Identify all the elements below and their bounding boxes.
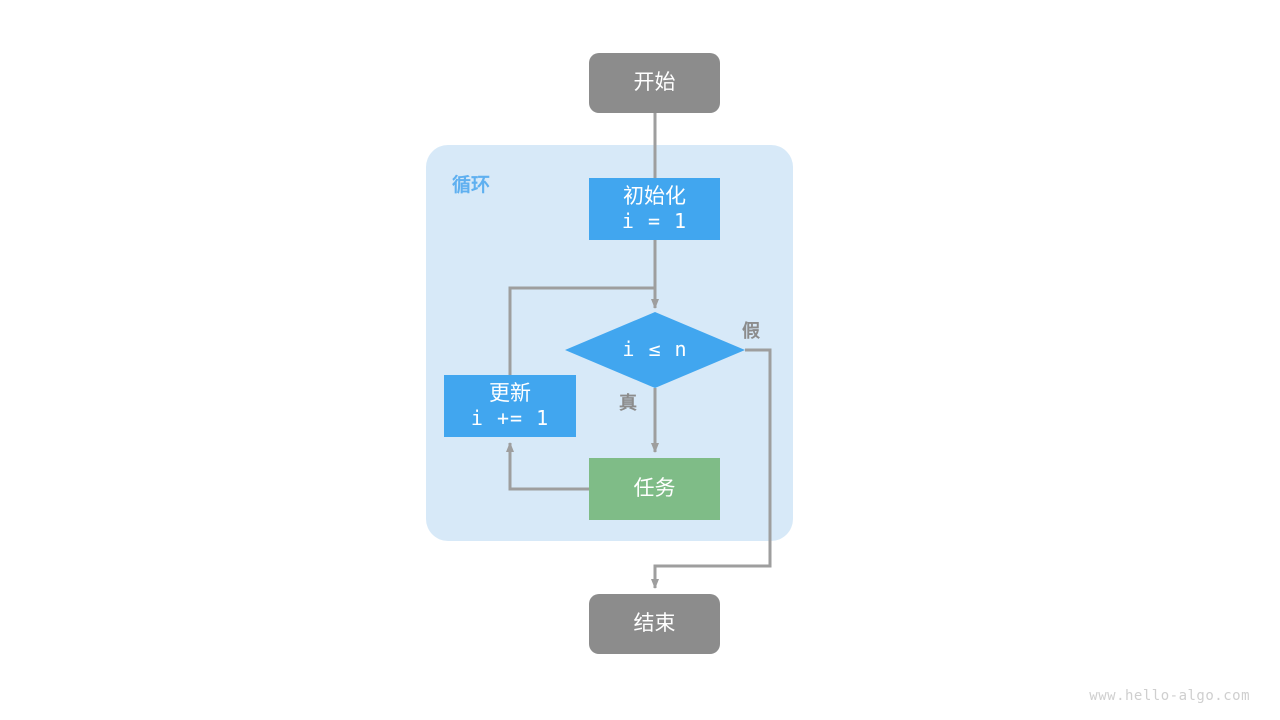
node-end[interactable] xyxy=(589,594,720,654)
node-update[interactable] xyxy=(444,375,576,437)
node-start[interactable] xyxy=(589,53,720,113)
edge-task-to-update xyxy=(506,442,589,491)
edge-label-true: 真 xyxy=(619,393,637,413)
loop-group-title: 循环 xyxy=(452,175,491,196)
edge-update-to-cond xyxy=(508,286,655,375)
edge-cond-false-to-end xyxy=(651,348,772,589)
node-condition[interactable] xyxy=(565,312,745,388)
edge-label-false: 假 xyxy=(742,321,760,341)
node-init[interactable] xyxy=(589,178,720,240)
watermark: www.hello-algo.com xyxy=(1089,688,1250,704)
node-task[interactable] xyxy=(589,458,720,520)
